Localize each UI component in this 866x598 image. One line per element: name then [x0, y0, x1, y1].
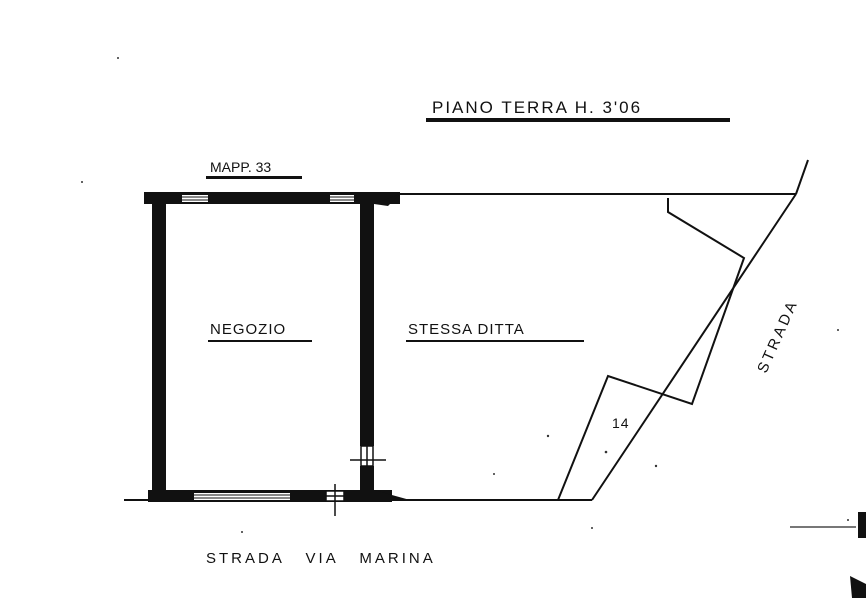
scan-specks	[81, 57, 849, 533]
parcel-number: 14	[612, 415, 630, 431]
street-label-front: STRADA VIA MARINA	[206, 550, 436, 567]
stessa-ditta-underline	[406, 340, 584, 342]
property-outline	[124, 159, 809, 501]
room-label-negozio: NEGOZIO	[210, 321, 286, 338]
negozio-underline	[208, 340, 312, 342]
title-underline	[426, 118, 730, 122]
door-symbols	[325, 445, 386, 516]
plan-title: PIANO TERRA H. 3'06	[432, 98, 642, 117]
mappale-label: MAPP. 33	[210, 159, 271, 175]
room-label-stessa-ditta: STESSA DITTA	[408, 321, 525, 338]
window-openings	[182, 195, 354, 500]
edge-artifacts	[790, 512, 866, 598]
mappale-underline	[206, 176, 302, 179]
street-label-side: STRADA	[754, 297, 802, 376]
